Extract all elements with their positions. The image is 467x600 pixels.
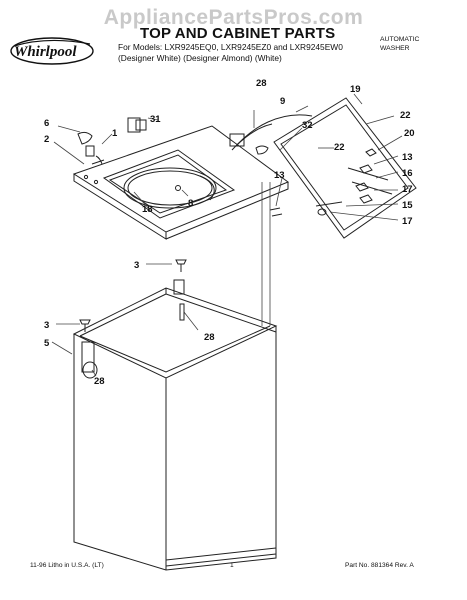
callout-31: 31 xyxy=(150,114,161,125)
callout-32: 32 xyxy=(302,120,313,131)
callout-16: 16 xyxy=(402,168,413,179)
callout-22-upper: 22 xyxy=(400,110,411,121)
cabinet-top-panel xyxy=(72,125,290,240)
lid-assembly xyxy=(273,97,417,239)
callout-9: 9 xyxy=(280,96,285,107)
cabinet-screws xyxy=(79,259,187,332)
callout-17-lower: 17 xyxy=(402,216,413,227)
brand-name: Whirlpool xyxy=(14,44,77,60)
callout-2: 2 xyxy=(44,134,49,145)
watermark: AppliancePartsPros.com xyxy=(103,6,364,29)
callout-1: 1 xyxy=(112,128,118,139)
lid-switch-harness xyxy=(229,114,313,155)
product-type-line-1: AUTOMATIC xyxy=(380,36,420,43)
footer-part-number: Part No. 881364 Rev. A xyxy=(345,562,414,569)
callout-18: 18 xyxy=(142,204,153,215)
callout-8: 8 xyxy=(188,198,193,209)
top-hardware xyxy=(77,117,147,165)
callout-6: 6 xyxy=(44,118,49,129)
models-line-2: (Designer White) (Designer Almond) (Whit… xyxy=(118,53,282,63)
footer-page-number: 1 xyxy=(230,562,234,569)
callout-22-lower: 22 xyxy=(334,142,345,153)
product-type: AUTOMATIC WASHER xyxy=(380,36,419,53)
cabinet-body xyxy=(72,279,278,571)
lid-hardware xyxy=(269,148,377,217)
callout-3-upper: 3 xyxy=(134,260,139,271)
callout-20: 20 xyxy=(404,128,415,139)
leader-lines xyxy=(51,93,403,377)
model-info: For Models: LXR9245EQ0, LXR9245EZ0 and L… xyxy=(118,42,343,64)
callout-17-upper: 17 xyxy=(402,184,413,195)
callout-28-top: 28 xyxy=(256,78,267,89)
models-line-1: For Models: LXR9245EQ0, LXR9245EZ0 and L… xyxy=(118,42,343,52)
page-title: TOP AND CABINET PARTS xyxy=(140,25,336,42)
callout-13-left: 13 xyxy=(274,170,285,181)
callout-5: 5 xyxy=(44,338,50,349)
callout-19: 19 xyxy=(350,84,361,95)
callout-labels: 28 9 19 31 6 1 2 32 22 20 22 13 16 18 8 … xyxy=(44,78,415,387)
callout-28-bottom: 28 xyxy=(94,376,105,387)
footer-print-info: 11-96 Litho in U.S.A. (LT) xyxy=(30,562,104,569)
product-type-line-2: WASHER xyxy=(380,44,410,52)
callout-28-middle: 28 xyxy=(204,332,215,343)
callout-13-right: 13 xyxy=(402,152,413,163)
whirlpool-logo-icon xyxy=(10,37,94,65)
callout-3-lower: 3 xyxy=(44,320,49,331)
callout-15: 15 xyxy=(402,200,413,211)
